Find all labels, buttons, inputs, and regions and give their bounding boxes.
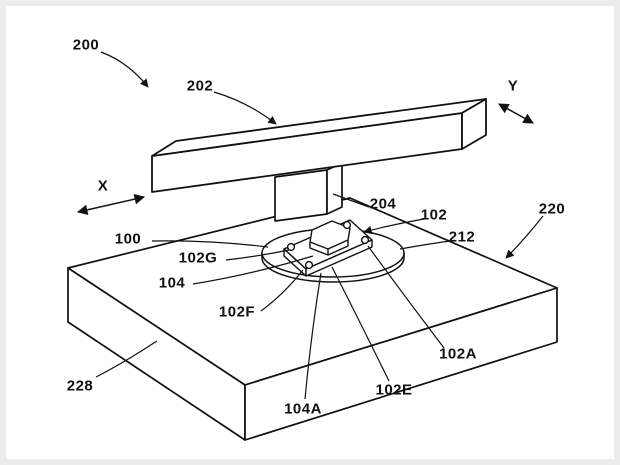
- beam-support-front: [274, 169, 328, 222]
- x-axis-arrow: [76, 193, 146, 216]
- beam-support: [274, 162, 343, 222]
- leader-104A: [304, 272, 322, 400]
- specimen: [283, 219, 373, 277]
- y-axis-arrow: [498, 103, 534, 124]
- label-212: 212: [448, 228, 476, 246]
- specimen-corner-feature-2: [342, 220, 352, 230]
- label-102A: 102A: [439, 345, 477, 363]
- leader-102A: [367, 245, 445, 349]
- specimen-corner-feature-1: [286, 242, 296, 252]
- leader-102: [363, 218, 425, 235]
- specimen-plate-front-right: [305, 239, 373, 277]
- axis-arrows: [76, 103, 534, 216]
- base-plate-right-face: [244, 287, 558, 441]
- label-102: 102: [420, 206, 448, 224]
- leader-lines: [95, 51, 544, 400]
- leader-202: [213, 91, 277, 125]
- label-204: 204: [369, 195, 397, 213]
- beam-end-face: [461, 98, 487, 150]
- label-104A: 104A: [284, 400, 322, 418]
- label-axis-x: X: [97, 177, 109, 195]
- leader-212: [399, 240, 451, 250]
- label-228: 228: [66, 377, 94, 395]
- label-axis-y: Y: [507, 77, 519, 95]
- leader-102G: [225, 249, 290, 261]
- beam-support-side: [326, 162, 343, 215]
- leader-104: [192, 255, 314, 285]
- specimen-component-sides: [309, 240, 349, 256]
- turntable-rim: [261, 253, 405, 283]
- base-plate: [67, 197, 558, 441]
- label-202: 202: [186, 77, 214, 95]
- label-200: 200: [72, 36, 100, 54]
- specimen-corner-feature-4: [304, 260, 314, 270]
- leader-204: [332, 193, 370, 208]
- gantry-beam: [151, 98, 487, 193]
- leader-102E: [331, 266, 390, 382]
- leader-228: [95, 340, 158, 378]
- label-100: 100: [114, 230, 142, 248]
- leader-220: [505, 215, 544, 259]
- label-102G: 102G: [178, 249, 218, 267]
- leader-102F: [260, 269, 304, 312]
- specimen-corner-feature-3: [360, 235, 370, 245]
- label-220: 220: [538, 200, 566, 218]
- leader-100: [151, 240, 269, 248]
- leader-200: [100, 51, 149, 88]
- label-102F: 102F: [218, 303, 256, 321]
- label-102E: 102E: [375, 381, 413, 399]
- label-104: 104: [158, 274, 186, 292]
